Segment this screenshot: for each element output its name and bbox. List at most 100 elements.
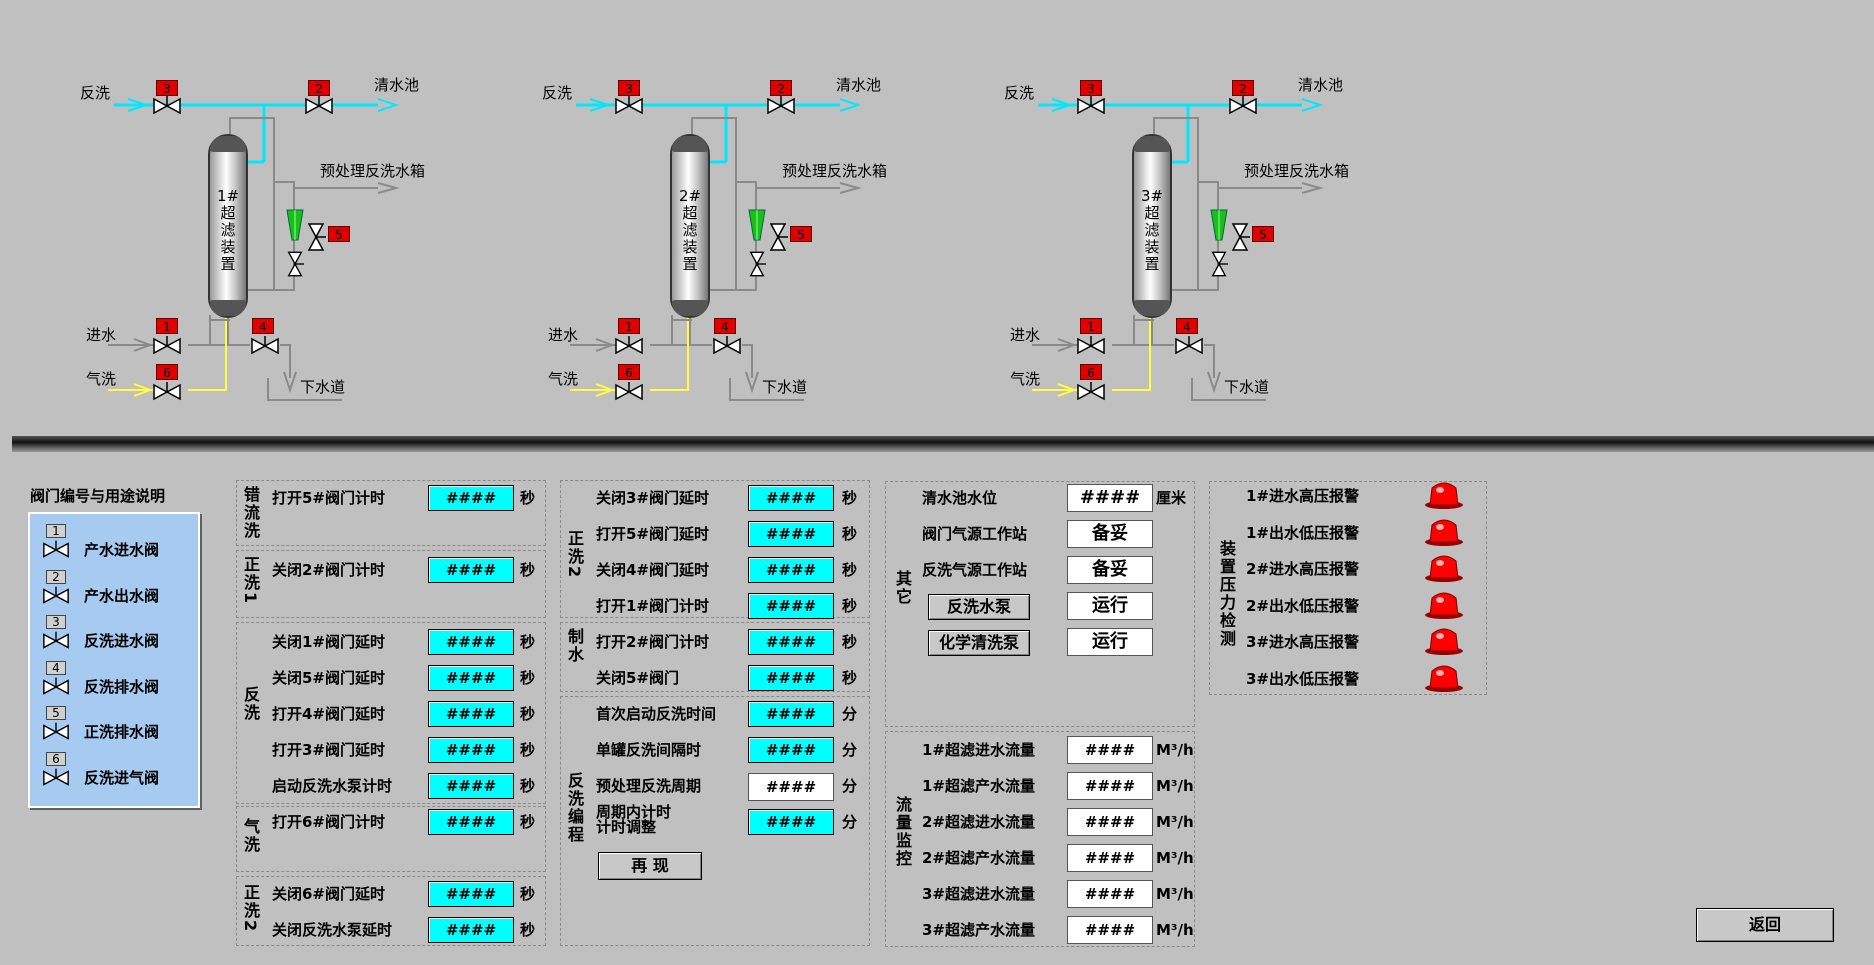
valve-5-unit-1[interactable] xyxy=(306,222,326,252)
timer-value-field[interactable]: #### xyxy=(428,557,514,583)
vessel-label-char: 置 xyxy=(682,255,698,273)
separator-bar xyxy=(12,436,1874,452)
valve-4-unit-3[interactable] xyxy=(1174,336,1204,356)
air-wash-label: 气洗 xyxy=(86,370,117,388)
valve-3-unit-1[interactable] xyxy=(152,96,182,116)
pressure-group-title: 装置压力检测 xyxy=(1217,540,1236,648)
unit-label: 秒 xyxy=(520,669,536,687)
vessel-label-char: 滤 xyxy=(220,221,236,239)
legend-number: 1 xyxy=(46,524,66,538)
valve-1-unit-2[interactable] xyxy=(614,336,644,356)
timer-value-field[interactable]: #### xyxy=(428,917,514,943)
other-group xyxy=(885,481,1195,727)
timer-value-field[interactable]: #### xyxy=(748,485,834,511)
group-title: 错流洗 xyxy=(241,486,260,540)
valve-1-unit-1[interactable] xyxy=(152,336,182,356)
timer-value-field[interactable]: #### xyxy=(428,485,514,511)
flow-label: 2#超滤进水流量 xyxy=(922,813,1036,831)
timer-label-2: 计时调整 xyxy=(596,818,657,836)
valve-6-unit-2[interactable] xyxy=(614,382,644,402)
timer-value-field[interactable]: #### xyxy=(428,809,514,835)
timer-value-field[interactable]: #### xyxy=(748,737,834,763)
status-label: 阀门气源工作站 xyxy=(922,525,1028,543)
timer-value-field[interactable]: #### xyxy=(748,593,834,619)
valve-5-unit-2[interactable] xyxy=(768,222,788,252)
valve-3-unit-3[interactable] xyxy=(1076,96,1106,116)
unit-label: 秒 xyxy=(842,525,858,543)
ultrafilter-vessel-3: 3#超滤装置 xyxy=(1132,134,1172,318)
alarm-light-icon xyxy=(1425,628,1463,655)
inlet-label: 进水 xyxy=(86,326,117,344)
valve-6-unit-1[interactable] xyxy=(152,382,182,402)
valve-1-unit-3[interactable] xyxy=(1076,336,1106,356)
group-title: 反洗 xyxy=(241,686,260,722)
timer-value-field[interactable]: #### xyxy=(428,737,514,763)
pump-button[interactable]: 反洗水泵 xyxy=(928,594,1030,620)
manual-valve-icon[interactable] xyxy=(748,250,766,278)
backwash-label: 反洗 xyxy=(542,84,573,102)
valve-tag-5: 5 xyxy=(328,226,350,242)
valve-4-unit-2[interactable] xyxy=(712,336,742,356)
pump-button[interactable]: 化学清洗泵 xyxy=(928,630,1030,656)
legend-title: 阀门编号与用途说明 xyxy=(30,487,166,505)
timer-label: 关闭3#阀门延时 xyxy=(596,489,710,507)
status-value: #### xyxy=(1067,484,1153,512)
valve-2-unit-1[interactable] xyxy=(304,96,334,116)
timer-label: 打开4#阀门延时 xyxy=(272,705,386,723)
valve-4-unit-1[interactable] xyxy=(250,336,280,356)
unit-label: 分 xyxy=(842,705,858,723)
backwash-label: 反洗 xyxy=(1004,84,1035,102)
timer-label: 打开3#阀门延时 xyxy=(272,741,386,759)
timer-value-field[interactable]: #### xyxy=(748,701,834,727)
timer-value-field[interactable]: #### xyxy=(428,701,514,727)
unit-label: M³/h xyxy=(1156,885,1194,903)
unit-label: 秒 xyxy=(842,489,858,507)
unit-label: 秒 xyxy=(520,489,536,507)
alarm-label: 1#进水高压报警 xyxy=(1246,487,1360,505)
alarm-label: 3#进水高压报警 xyxy=(1246,633,1360,651)
group-title: 气洗 xyxy=(241,818,260,854)
flow-label: 1#超滤产水流量 xyxy=(922,777,1036,795)
vessel-label-char: 滤 xyxy=(1144,221,1160,239)
manual-valve-icon[interactable] xyxy=(286,250,304,278)
unit-label: 秒 xyxy=(520,921,536,939)
valve-tag-3: 3 xyxy=(1080,80,1102,96)
timer-value-field[interactable]: #### xyxy=(748,809,834,835)
alarm-light-icon xyxy=(1425,592,1463,619)
manual-valve-icon[interactable] xyxy=(1210,250,1228,278)
timer-value-field[interactable]: #### xyxy=(428,665,514,691)
legend-label: 反洗进水阀 xyxy=(84,632,160,650)
timer-value-field[interactable]: #### xyxy=(748,557,834,583)
unit-label: 秒 xyxy=(520,813,536,831)
flow-group-title: 流量监控 xyxy=(893,796,912,868)
group-title: 正洗2 xyxy=(565,530,584,580)
return-button[interactable]: 返回 xyxy=(1696,908,1834,942)
timer-value-field[interactable]: #### xyxy=(428,629,514,655)
alarm-light-icon xyxy=(1425,665,1463,692)
group-title: 反洗编程 xyxy=(565,772,584,844)
timer-value-field[interactable]: #### xyxy=(748,773,834,801)
valve-tag-3: 3 xyxy=(618,80,640,96)
valve-5-unit-3[interactable] xyxy=(1230,222,1250,252)
vessel-label-char: 超 xyxy=(1144,204,1160,222)
valve-3-unit-2[interactable] xyxy=(614,96,644,116)
valve-2-unit-3[interactable] xyxy=(1228,96,1258,116)
valve-tag-2: 2 xyxy=(1232,80,1254,96)
timer-value-field[interactable]: #### xyxy=(748,665,834,691)
legend-label: 反洗排水阀 xyxy=(84,677,160,696)
timer-value-field[interactable]: #### xyxy=(428,881,514,907)
valve-6-unit-3[interactable] xyxy=(1076,382,1106,402)
timer-group-col2-2 xyxy=(560,696,870,946)
valve-2-unit-2[interactable] xyxy=(766,96,796,116)
flow-label: 3#超滤产水流量 xyxy=(922,921,1036,939)
timer-value-field[interactable]: #### xyxy=(748,521,834,547)
timer-value-field[interactable]: #### xyxy=(428,773,514,799)
timer-value-field[interactable]: #### xyxy=(748,629,834,655)
replay-button[interactable]: 再 现 xyxy=(598,852,702,880)
